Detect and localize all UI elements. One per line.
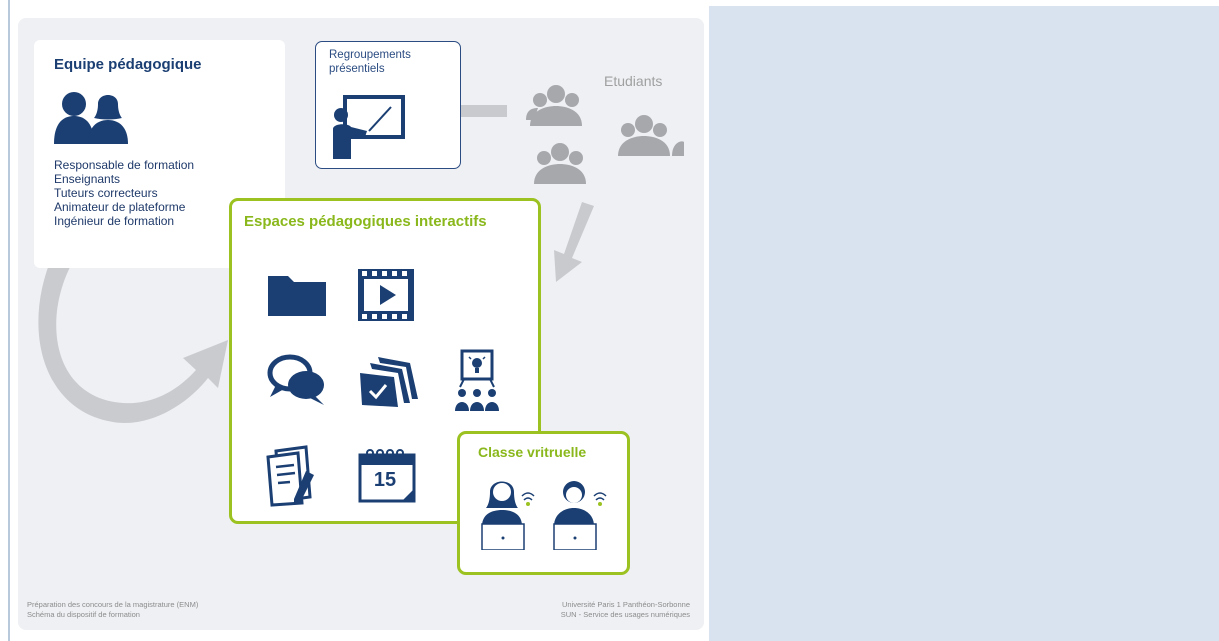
folder-icon — [268, 276, 326, 316]
calendar-icon: 15 — [358, 447, 416, 503]
footer-right: Université Paris 1 Panthéon-Sorbonne SUN… — [500, 600, 690, 620]
classe-virtuelle-card: Classe vritruelle — [457, 431, 630, 575]
espaces-title: Espaces pédagogiques interactifs — [244, 213, 487, 230]
regroupements-line2: présentiels — [329, 63, 385, 75]
team-title: Equipe pédagogique — [54, 56, 202, 73]
team-users-icon — [54, 92, 128, 144]
calendar-frame-icon — [358, 449, 416, 503]
empty-side-panel — [709, 6, 1219, 641]
footer-right-line1: Université Paris 1 Panthéon-Sorbonne — [562, 600, 690, 609]
chat-icon — [267, 354, 324, 405]
classe-title: Classe vritruelle — [478, 444, 587, 460]
regroupements-line1: Regroupements — [329, 49, 411, 61]
video-icon — [358, 269, 414, 321]
assignments-icon — [360, 357, 418, 407]
regroupements-title: Regroupements présentiels — [329, 48, 411, 76]
presentation-icon — [455, 349, 499, 411]
arrow-down-left-icon — [554, 202, 594, 282]
role-ingenieur: Ingénieur de formation — [54, 214, 175, 228]
footer-right-line2: SUN - Service des usages numériques — [560, 610, 690, 619]
woman-laptop-icon — [481, 481, 535, 550]
left-border-rule — [8, 0, 10, 641]
role-animateur: Animateur de plateforme — [54, 200, 186, 214]
teacher-board-icon — [333, 95, 405, 159]
role-tuteurs: Tuteurs correcteurs — [54, 186, 158, 200]
document-edit-icon — [266, 445, 314, 507]
regroupements-card: Regroupements présentiels — [315, 41, 461, 169]
footer-left-line2: Schéma du dispositif de formation — [27, 610, 140, 619]
role-responsable: Responsable de formation — [54, 158, 195, 172]
students-group-icon — [526, 85, 684, 184]
footer-left-line1: Préparation des concours de la magistrat… — [27, 600, 199, 609]
calendar-day: 15 — [373, 469, 397, 491]
training-scheme-diagram: Equipe pédagogique Responsable de format… — [18, 18, 704, 630]
footer-left: Préparation des concours de la magistrat… — [27, 600, 198, 620]
man-laptop-icon — [553, 481, 607, 550]
role-enseignants: Enseignants — [54, 172, 121, 186]
students-label: Etudiants — [604, 73, 663, 89]
